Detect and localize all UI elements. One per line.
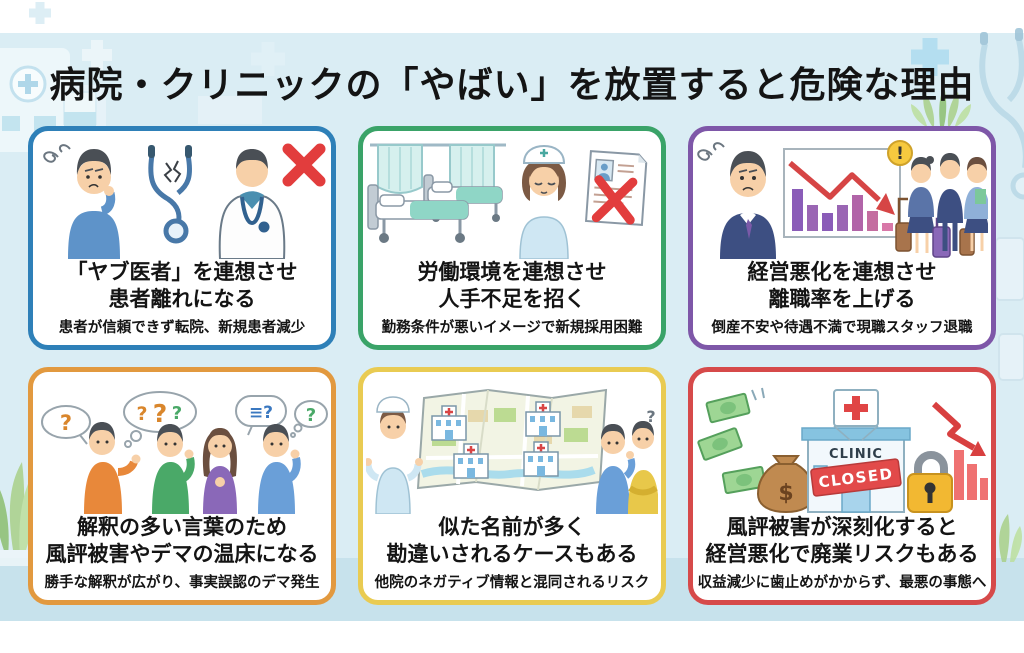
worried-patient-figure (43, 144, 120, 260)
card-management: ! (688, 126, 996, 350)
card-3-title-line-1: 経営悪化を連想させ (747, 260, 937, 285)
leaving-staff-figures (895, 153, 988, 258)
card-5-title-line-2: 勘違いされるケースもある (386, 542, 638, 567)
cards-row-2: ? ? ? ? ≡? ? (28, 367, 996, 605)
card-rumor: ? ? ? ? ≡? ? (28, 367, 336, 605)
puzzled-person-green (152, 424, 195, 515)
declining-chart-board (783, 148, 901, 239)
confused-person-yellow: ? (628, 407, 658, 515)
card-4-title-line-2: 風評被害やデマの温床になる (45, 542, 319, 567)
worried-manager-figure (697, 142, 776, 260)
card-6-illustration: $ CLINIC CLOSED (696, 377, 988, 514)
closed-clinic-building: CLINIC CLOSED (801, 389, 911, 514)
card-6-subtitle: 収益減少に歯止めがかからず、最悪の事態へ (697, 575, 987, 591)
card-3-subtitle: 倒産不安や待遇不満で現職スタッフ退職 (711, 320, 973, 336)
card-3-illustration: ! (696, 136, 988, 260)
card-yabu-doctor: 「ヤブ医者」を連想させ 患者離れになる 患者が信頼できず転院、新規患者減少 (28, 126, 336, 350)
svg-text:?: ? (136, 403, 147, 425)
management-decline-illustration: ! (697, 140, 988, 260)
flying-money-bills (697, 388, 767, 495)
card-4-subtitle: 勝手な解釈が広がり、事実誤認のデマ発生 (44, 575, 320, 591)
card-6-title-line-2: 経営悪化で廃業リスクもある (705, 542, 979, 567)
question-speech-bubbles: ? ? ? ? ≡? ? (41, 391, 328, 449)
red-x-icon (282, 143, 326, 187)
page-title: 病院・クリニックの「やばい」を放置すると危険な理由 (49, 65, 975, 106)
plunging-red-chart (931, 402, 988, 501)
rejected-application-sheet (584, 150, 648, 227)
clinic-sign-text: CLINIC (829, 447, 883, 462)
card-5-illustration: ? (366, 377, 658, 515)
hospital-beds (367, 143, 506, 244)
svg-text:?: ? (306, 405, 316, 426)
card-similar-name: ? 似た名前が多く 勘違いされるケースもある 他院のネガティブ情報と混同されるリ… (358, 367, 666, 605)
card-2-subtitle: 勤務条件が悪いイメージで新規採用困難 (381, 320, 643, 336)
card-1-title-line-1: 「ヤブ医者」を連想させ (66, 260, 298, 285)
bg-cross-icon (29, 2, 949, 76)
shrugging-nurse-figure (366, 396, 423, 515)
red-x-icon (591, 175, 638, 225)
closed-clinic-illustration: $ CLINIC CLOSED (697, 388, 988, 514)
padlock-icon (907, 451, 953, 514)
confused-person-blue (596, 424, 636, 515)
work-environment-illustration (367, 143, 648, 260)
card-4-illustration: ? ? ? ? ≡? ? (36, 377, 328, 515)
bg-hospital-building (0, 48, 262, 152)
card-2-title-line-1: 労働環境を連想させ (417, 260, 607, 285)
svg-text:?: ? (153, 399, 168, 428)
puzzled-people-illustration: ? ? ? ? ≡? ? (41, 391, 328, 515)
tired-nurse-figure (519, 145, 569, 260)
card-4-title-line-1: 解釈の多い言葉のため (77, 515, 287, 540)
doctor-figure (218, 149, 286, 260)
card-1-title-line-2: 患者離れになる (108, 287, 256, 312)
bg-plant-top-right (911, 86, 971, 126)
alert-icon: ! (887, 140, 913, 167)
card-6-title-line-1: 風評被害が深刻化すると (726, 515, 958, 540)
money-bag-icon: $ (756, 455, 816, 514)
card-1-illustration (36, 136, 328, 260)
puzzled-person-orange (84, 422, 141, 515)
card-5-subtitle: 他院のネガティブ情報と混同されるリスク (374, 575, 650, 591)
similar-hospitals-map-illustration: ? (366, 389, 658, 515)
card-2-title-line-2: 人手不足を招く (438, 287, 586, 312)
svg-text:≡?: ≡? (249, 403, 273, 423)
broken-stethoscope (148, 145, 193, 244)
bg-faded-panels (995, 237, 1024, 381)
card-2-illustration (366, 136, 658, 260)
closed-banner: CLOSED (810, 458, 902, 497)
puzzled-person-purple (202, 428, 238, 515)
card-5-title-line-1: 似た名前が多く (438, 515, 586, 540)
card-1-subtitle: 患者が信頼できず転院、新規患者減少 (58, 320, 306, 336)
hospital-buildings (431, 401, 561, 479)
svg-text:?: ? (172, 403, 182, 424)
card-work-environment: 労働環境を連想させ 人手不足を招く 勤務条件が悪いイメージで新規採用困難 (358, 126, 666, 350)
svg-text:$: $ (778, 481, 793, 506)
svg-text:?: ? (60, 411, 72, 435)
puzzled-person-blue (258, 424, 301, 515)
bg-stethoscope-icon (979, 28, 1024, 200)
card-closure: $ CLINIC CLOSED (688, 367, 996, 605)
yabu-doctor-illustration (43, 143, 326, 260)
svg-text:!: ! (896, 144, 904, 164)
cards-row-1: 「ヤブ医者」を連想させ 患者離れになる 患者が信頼できず転院、新規患者減少 (28, 126, 996, 350)
card-3-title-line-2: 離職率を上げる (768, 287, 916, 312)
svg-text:?: ? (646, 407, 655, 426)
